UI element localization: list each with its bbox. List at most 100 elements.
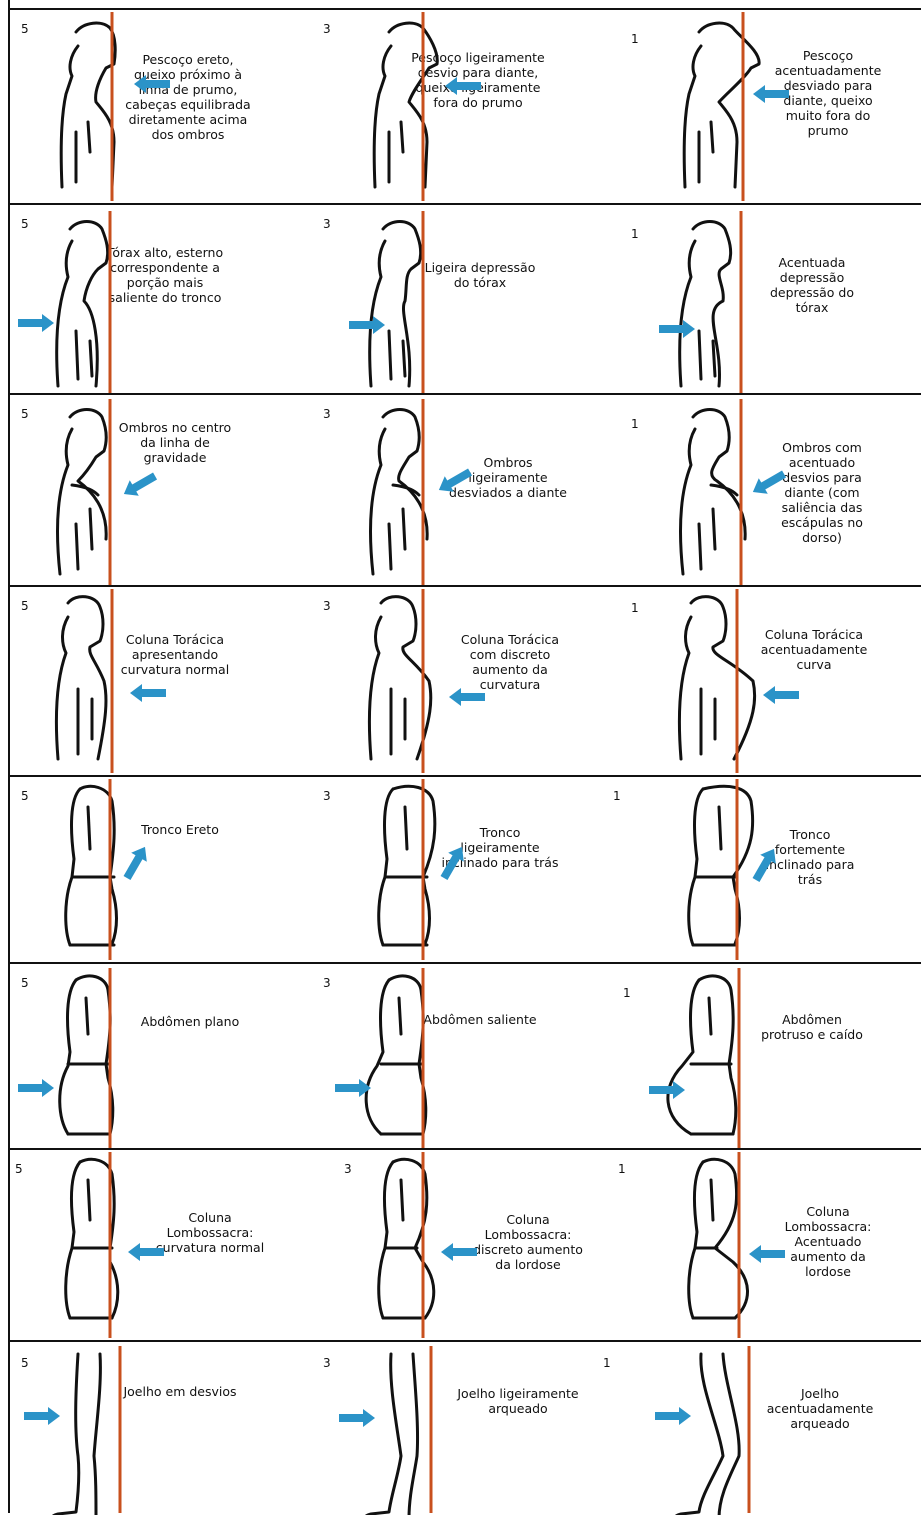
indicator-arrow-icon — [753, 85, 789, 103]
arm-line — [711, 1180, 713, 1220]
posture-option-thoracic-0: 5Coluna Torácica apresentando curvatura … — [8, 587, 321, 775]
score-label: 1 — [631, 417, 639, 431]
posture-option-knee-0: 5Joelho em desvios — [8, 1342, 321, 1513]
indicator-arrow-icon — [449, 688, 485, 706]
indicator-arrow-icon — [18, 1079, 54, 1097]
posture-figure — [653, 1152, 793, 1340]
arm-line — [699, 331, 701, 379]
lumbar-back — [80, 1159, 118, 1318]
arm-line — [389, 331, 391, 379]
posture-figure — [36, 12, 176, 203]
score-label: 1 — [631, 227, 639, 241]
shoulder-outline — [383, 410, 427, 540]
abd-back — [76, 976, 113, 1134]
assessment-row-shoulder: 5Ombros no centro da linha de gravidade3… — [8, 393, 921, 585]
back-outline — [58, 429, 72, 574]
indicator-arrow-icon — [134, 75, 170, 93]
posture-option-chest-2: 1Acentuada depressão depressão do tórax — [631, 205, 921, 393]
arm-line — [86, 998, 88, 1034]
indicator-arrow-icon — [659, 320, 695, 338]
indicator-arrow-icon — [119, 468, 159, 502]
score-label: 3 — [323, 976, 331, 990]
posture-option-lumbar-1: 3Coluna Lombossacra: discreto aumento da… — [321, 1150, 631, 1340]
front-outline — [369, 617, 381, 759]
posture-figure — [653, 1346, 793, 1515]
arm-line — [76, 331, 78, 379]
torso-line — [90, 341, 92, 376]
posture-figure — [659, 12, 799, 203]
posture-figure — [30, 1152, 170, 1340]
posture-figure — [30, 1346, 170, 1515]
indicator-arrow-icon — [441, 1243, 477, 1261]
trunk-front — [379, 789, 393, 945]
arm-line — [76, 524, 78, 569]
shoulder-line — [72, 485, 98, 495]
torso-line — [713, 341, 715, 376]
back-outline — [680, 241, 695, 386]
torso-line — [90, 509, 92, 549]
indicator-arrow-icon — [24, 1407, 60, 1425]
lumbar-front — [379, 1162, 393, 1318]
indicator-arrow-icon — [436, 842, 470, 882]
score-label: 5 — [15, 1162, 23, 1176]
chest-outline — [383, 222, 421, 387]
arm-line — [699, 524, 701, 569]
front-outline — [679, 617, 691, 759]
arm-line — [709, 998, 711, 1034]
posture-figure — [32, 399, 172, 587]
posture-figure — [345, 211, 485, 397]
leg-front — [365, 1354, 409, 1515]
arm-line — [88, 1180, 90, 1220]
shoulder-outline — [693, 410, 745, 540]
trunk-back — [703, 786, 753, 944]
posture-option-neck-0: 5Pescoço ereto, queixo próximo à linha d… — [8, 10, 321, 203]
indicator-arrow-icon — [18, 314, 54, 332]
indicator-arrow-icon — [434, 464, 474, 498]
abd-front — [366, 980, 389, 1134]
shoulder-line — [711, 485, 737, 495]
posture-description: Coluna Lombossacra: curvatura normal — [155, 1210, 265, 1255]
score-label: 5 — [21, 789, 29, 803]
score-label: 1 — [603, 1356, 611, 1370]
torso-line — [403, 341, 405, 376]
posture-figure — [349, 12, 489, 203]
indicator-arrow-icon — [128, 1243, 164, 1261]
shoulder-outline — [70, 410, 106, 540]
chest-outline — [693, 222, 731, 387]
posture-figure — [343, 1152, 483, 1340]
score-label: 1 — [623, 986, 631, 1000]
score-label: 3 — [323, 407, 331, 421]
arm-line — [719, 807, 721, 849]
back-outline — [681, 429, 695, 574]
back-outline — [370, 241, 385, 386]
leg-front — [52, 1354, 96, 1515]
head-outline — [699, 23, 759, 187]
posture-figure — [345, 399, 485, 587]
posture-figure — [343, 779, 483, 962]
front-outline — [56, 617, 68, 759]
score-label: 1 — [631, 32, 639, 46]
score-label: 5 — [21, 217, 29, 231]
arm-line — [88, 807, 90, 849]
abd-back — [699, 976, 736, 1134]
posture-figure — [347, 589, 487, 775]
back-outline — [57, 241, 72, 386]
thoracic-outline — [68, 597, 106, 759]
score-label: 5 — [21, 599, 29, 613]
arm-line — [399, 998, 401, 1034]
